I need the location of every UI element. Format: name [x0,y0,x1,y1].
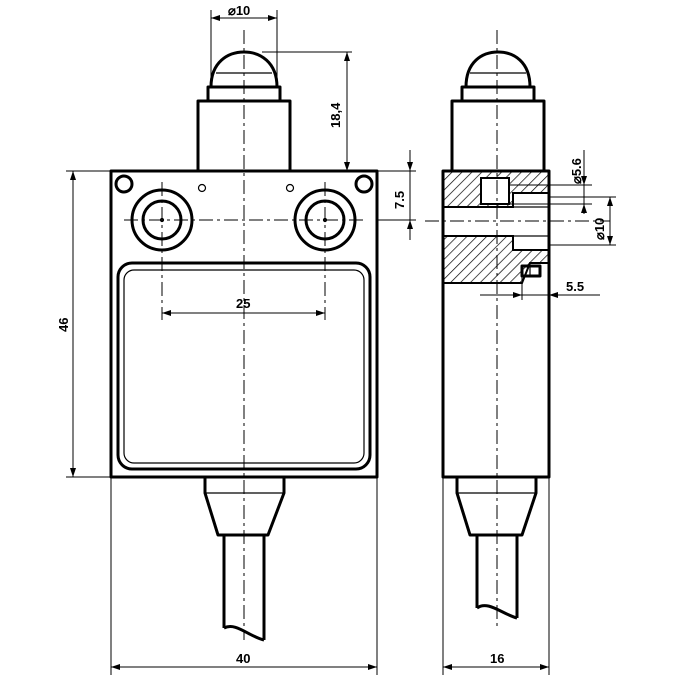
front-view [109,30,379,642]
side-cable-gland [455,477,538,537]
dim-body-width: 40 [236,651,250,666]
front-pin-left [197,183,207,193]
side-bore-small [480,177,510,205]
side-dimensions: ⌀5.6 ⌀10 5.5 16 [442,150,616,675]
front-corner-tl [114,174,134,194]
dim-hole-offset: 7.5 [392,191,407,209]
side-body [441,169,551,479]
front-corner-tr [354,174,374,194]
dim-plunger-height: 18,4 [328,102,343,128]
dim-bore-diameter-large: ⌀10 [592,218,607,240]
dim-side-width: 16 [490,651,504,666]
dim-hole-spacing: 25 [236,296,250,311]
front-cable-break [223,625,265,642]
side-plunger-dome [464,50,532,89]
dim-bore-diameter-small: ⌀5.6 [569,158,584,184]
front-pin-right [285,183,295,193]
front-body [109,169,379,479]
side-view [425,30,610,630]
side-plunger-collar [460,85,536,103]
side-cable-break [476,604,518,620]
dim-plunger-diameter: ⌀10 [228,3,250,18]
front-plunger-dome [209,50,279,89]
dim-body-height: 46 [56,318,71,332]
dim-side-depth: 5.5 [566,279,584,294]
front-dimensions: ⌀10 18,4 7.5 25 46 40 [56,3,416,675]
front-cable-gland [203,477,286,537]
side-plunger-housing [450,99,546,173]
